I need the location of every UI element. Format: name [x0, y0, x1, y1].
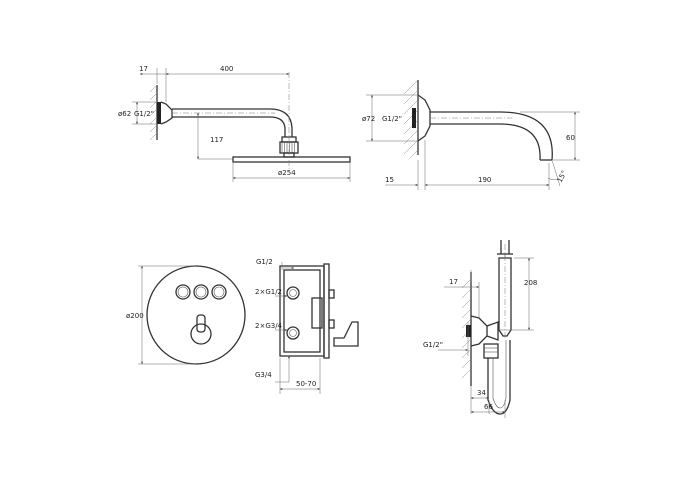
arm-thread-label: G1/2" [134, 110, 154, 118]
shower-hose [487, 340, 511, 415]
inlet-bottom-label: G3/4 [255, 371, 272, 379]
spout-angle-label: 15° [556, 169, 569, 184]
thermostat-knob [190, 314, 212, 345]
hose-connector [483, 343, 499, 359]
spout-height-label: 60 [566, 134, 575, 142]
outlet-thread [466, 325, 471, 337]
spout-reach-label: 190 [478, 176, 491, 184]
arm-drop-label: 117 [210, 136, 223, 144]
valve-cover [323, 263, 330, 359]
spout-flange [417, 94, 431, 142]
port-icon [286, 286, 300, 300]
port-icon [286, 326, 300, 340]
hand-shower-view: 17 208 G1/2" 34 66 [423, 240, 537, 418]
wall-flange [157, 102, 161, 124]
inlet-top-label: G1/2 [256, 258, 273, 266]
cover-plate [146, 265, 246, 365]
hand-shower-height-label: 208 [524, 279, 537, 287]
wall-bracket [470, 315, 488, 347]
shower-arm-view: 17 400 ø62 G1/2" 117 ø254 [118, 65, 351, 182]
spout-thread-label: G1/2" [382, 115, 402, 123]
spout-flange-label: ø72 [362, 115, 375, 123]
plate-diameter-label: ø200 [126, 312, 144, 320]
push-button-3 [211, 284, 227, 300]
outlets-lower-label: 2×G3/4 [255, 322, 283, 330]
valve-housing [283, 269, 321, 353]
push-button-2 [193, 284, 209, 300]
spout-view: ø72 G1/2" 15 190 60 15° [362, 79, 580, 190]
shower-arm [172, 108, 293, 137]
arm-flange-label: ø62 [118, 110, 131, 118]
valve-plate-view: ø200 [126, 265, 246, 365]
arm-offset-label: 17 [139, 65, 148, 73]
arm-reach-label: 400 [220, 65, 233, 73]
valve-body-view: G1/2 2×G1/2 2×G3/4 G3/4 50-70 [255, 258, 359, 394]
depth-near-label: 34 [477, 389, 486, 397]
depth-range-label: 50-70 [296, 380, 316, 388]
head-diameter-label: ø254 [278, 169, 296, 177]
shower-head [232, 156, 351, 163]
push-button-1 [175, 284, 191, 300]
spout-body [430, 111, 553, 161]
depth-far-label: 66 [484, 403, 493, 411]
valve-handle [333, 321, 359, 347]
hand-shower [498, 257, 512, 337]
wall-hatch-icon [403, 79, 419, 159]
spout-offset-label: 15 [385, 176, 394, 184]
outlets-upper-label: 2×G1/2 [255, 288, 282, 296]
hand-shower-thread-label: G1/2" [423, 341, 443, 349]
bracket-offset-label: 17 [449, 278, 458, 286]
spout-thread [412, 108, 416, 128]
